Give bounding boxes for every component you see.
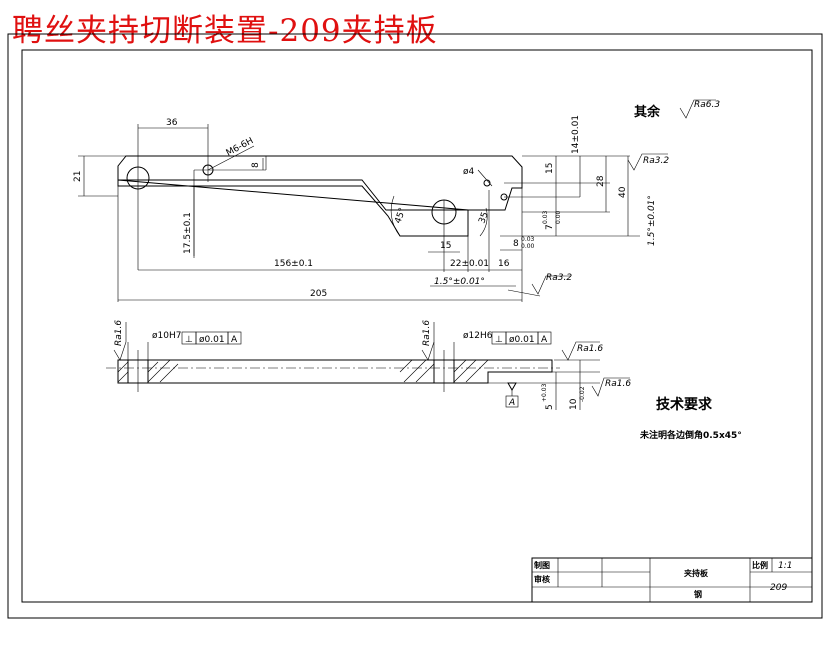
dim-7-tol-up: 0.03 — [542, 210, 549, 224]
tech-requirements-heading: 技术要求 — [656, 396, 713, 413]
outer-border — [7, 33, 823, 619]
right-hole-tol-symbol: ⊥ — [495, 335, 503, 345]
section-hatching — [117, 359, 489, 383]
section-view: ø10H7 ⊥ ø0.01 A Ra1.6 ø12H6 ⊥ ø0.01 A Ra… — [106, 320, 631, 410]
tb-checked-label: 审核 — [534, 574, 550, 584]
dim-10-tol: -0.02 — [579, 386, 586, 402]
general-roughness-label: 其余 — [634, 104, 661, 120]
dim-15: 15 — [440, 241, 451, 251]
tb-scale-label: 比例 — [752, 560, 768, 570]
dim-205: 205 — [310, 289, 327, 299]
dim-7: 7 — [545, 224, 555, 230]
dim-8b-tol-up: 0.03 — [521, 236, 535, 243]
plate-outline — [117, 155, 523, 211]
dim-15-deg-vertical: 1.5°±0.01° — [647, 195, 657, 246]
right-hole-ra: Ra1.6 — [422, 320, 432, 346]
roughness-right: Ra3.2 — [643, 156, 669, 166]
dim-15v: 15 — [545, 163, 555, 174]
dim-10: 10 — [569, 398, 579, 410]
dim-5-tol: +0.03 — [541, 383, 548, 402]
left-hole-datum: A — [231, 335, 238, 345]
dim-14: 14±0.01 — [571, 115, 581, 154]
dim-8: 8 — [251, 162, 261, 168]
roughness-bottom: Ra3.2 — [546, 273, 572, 283]
inner-border — [21, 49, 813, 603]
dim-16: 16 — [498, 259, 510, 269]
dim-21: 21 — [73, 171, 83, 182]
right-hole-dia: ø12H6 — [463, 331, 493, 341]
dim-28: 28 — [596, 175, 606, 187]
tb-drawn-label: 制图 — [534, 560, 550, 570]
left-hole-ra: Ra1.6 — [114, 320, 124, 346]
dim-22: 22±0.01 — [450, 259, 489, 269]
plate-lower-contour — [117, 179, 469, 237]
title-block — [531, 557, 813, 603]
tb-scale-value: 1:1 — [778, 561, 792, 571]
dim-40: 40 — [618, 186, 628, 198]
dim-36: 36 — [166, 118, 178, 128]
section-ra-right: Ra1.6 — [605, 379, 631, 389]
left-hole-tol-symbol: ⊥ — [185, 335, 193, 345]
dim-thread: M6-6H — [225, 136, 256, 159]
general-roughness-value: Ra6.3 — [694, 100, 720, 110]
dim-8b-tol-dn: 0.00 — [521, 243, 535, 250]
dim-5: 5 — [545, 404, 555, 410]
dim-35: 35 — [477, 211, 490, 225]
tb-material: 钢 — [694, 589, 702, 599]
roughness-symbol-icon — [679, 99, 716, 119]
left-hole-tol-value: ø0.01 — [199, 335, 225, 345]
drawing-title: 聘丝夹持切断装置-209夹持板 — [12, 13, 438, 49]
dim-156: 156±0.1 — [274, 259, 313, 269]
datum-a-label: A — [508, 398, 515, 408]
tech-requirements-note: 未注明各边倒角0.5x45° — [639, 429, 742, 441]
dim-17-5: 17.5±0.1 — [183, 212, 193, 254]
right-hole-datum: A — [541, 335, 548, 345]
tb-part-name: 夹持板 — [684, 568, 709, 578]
dim-7-tol-dn: 0.00 — [555, 210, 562, 224]
dim-15-deg: 1.5°±0.01° — [434, 277, 485, 287]
left-hole-dia: ø10H7 — [152, 331, 181, 341]
dim-dia4: ø4 — [463, 167, 475, 177]
plan-view: 36 M6-6H 8 21 17.5±0.1 156±0.1 205 45° ø… — [73, 115, 669, 302]
section-outline — [117, 359, 553, 384]
dim-8b: 8 — [513, 239, 519, 249]
section-ra-top: Ra1.6 — [577, 344, 603, 354]
right-hole-tol-value: ø0.01 — [509, 335, 535, 345]
dim-45deg: 45° — [393, 207, 408, 225]
tb-drawing-no: 209 — [770, 583, 787, 593]
